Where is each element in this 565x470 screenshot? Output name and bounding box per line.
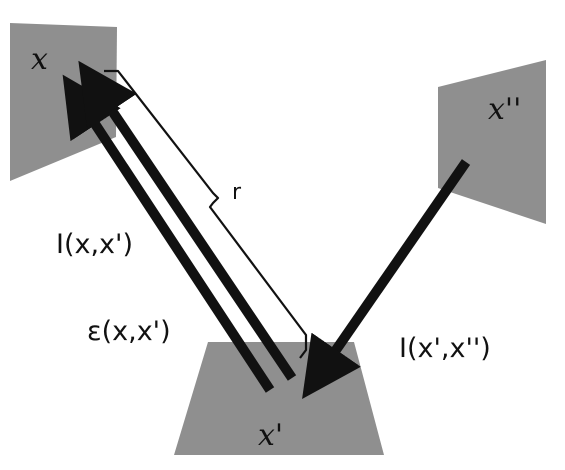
intensity-arrow-from-x-prime (62, 74, 275, 393)
emission-label-x-xprime: ε(x,x') (87, 316, 171, 347)
surface-x-double-prime (438, 60, 546, 224)
surface-label-x-prime: x' (258, 418, 283, 453)
intensity-label-xprime-xdoubleprime: I(x',x'') (399, 333, 491, 364)
surface-label-x-double-prime: x'' (488, 92, 521, 127)
emission-arrow-from-x-prime (78, 60, 297, 381)
distance-label-r: r (232, 180, 242, 205)
incoming-arrow-from-x-double-prime (302, 159, 471, 400)
distance-bracket (104, 69, 308, 359)
surface-label-x: x (31, 42, 48, 77)
intensity-label-x-xprime: I(x,x') (56, 229, 133, 260)
